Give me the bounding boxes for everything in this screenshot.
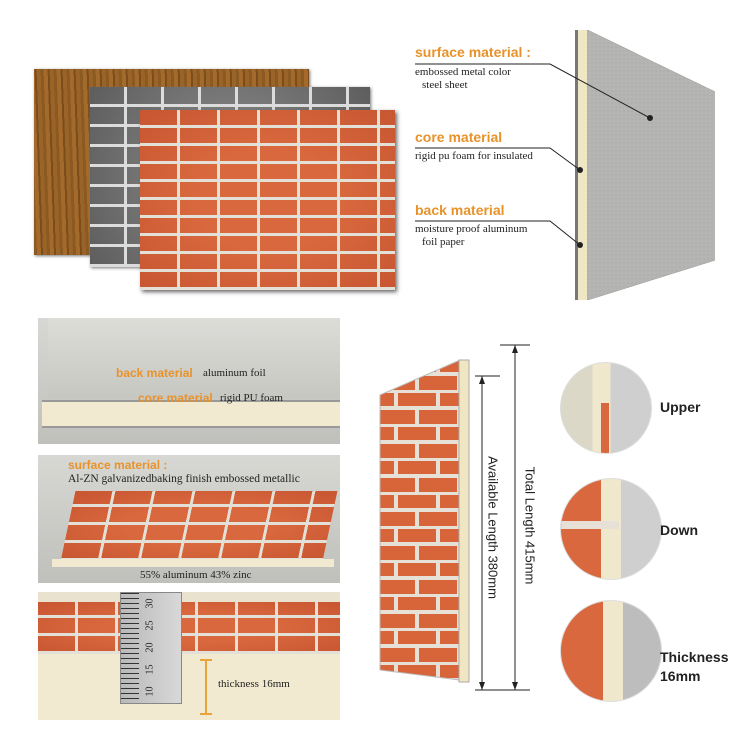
thickness-value: thickness 16mm [218, 678, 290, 690]
panel-side-svg [575, 29, 716, 301]
detail-thickness-value: 16mm [660, 668, 701, 684]
back-material-desc-2: foil paper [422, 236, 465, 248]
ruler-mark-20: 20 [144, 642, 156, 653]
core-material-desc: rigid pu foam for insulated [415, 150, 533, 162]
detail-thickness-label: Thickness [660, 649, 729, 665]
surface-material-desc-1: embossed metal color [415, 66, 511, 78]
photo1-core-value: rigid PU foam [220, 392, 283, 404]
back-dot [577, 242, 583, 248]
photo2-surface-label: surface material : [68, 458, 168, 472]
thickness-panel-top [38, 602, 340, 654]
core-dot [577, 167, 583, 173]
photo2-surface-value: Al-ZN galvanizedbaking finish embossed m… [68, 473, 300, 485]
panel-stack-image [30, 65, 395, 295]
surface-panel-edge [52, 559, 334, 567]
aluminum-foil-back [48, 318, 340, 398]
orange-brick-panel [140, 110, 395, 290]
leader-lines-top [415, 63, 653, 248]
detail-down-label: Down [660, 522, 699, 538]
foam-strip [42, 400, 340, 428]
core-material-label: core material [415, 129, 503, 145]
surface-material-desc-2: steel sheet [422, 79, 468, 91]
ruler-mark-10: 10 [144, 686, 156, 697]
photo1-core-label: core material [138, 391, 213, 405]
dimension-panel [375, 340, 475, 690]
photo1-back-value: aluminum foil [203, 367, 266, 379]
detail-upper-circle [560, 362, 652, 454]
ruler-mark-25: 25 [144, 620, 156, 631]
photo1-back-label: back material [116, 366, 193, 380]
back-material-label: back material [415, 202, 505, 218]
ruler-ticks [121, 593, 139, 703]
photo2-composition: 55% aluminum 43% zinc [140, 569, 252, 581]
dimension-lines [475, 344, 530, 691]
down-groove [561, 521, 619, 529]
photo-thickness: 30 25 20 15 10 thickness 16mm [38, 592, 340, 720]
thickness-bracket [200, 659, 212, 715]
surface-dot [647, 115, 653, 121]
surface-panel-photo [60, 491, 338, 561]
photo-surface-material: surface material : Al-ZN galvanizedbakin… [38, 455, 340, 583]
available-length-label: Available Length 380mm [485, 456, 501, 599]
brick-panel-svg [379, 359, 470, 683]
detail-down-circle [560, 478, 662, 580]
detail-thickness-circle [560, 600, 662, 702]
ruler-mark-15: 15 [144, 664, 156, 675]
ruler: 30 25 20 15 10 [120, 592, 182, 704]
detail-upper-label: Upper [660, 399, 701, 415]
back-material-desc-1: moisture proof aluminum [415, 223, 528, 235]
thickness-foam [38, 654, 340, 720]
total-length-label: Total Length 415mm [522, 466, 538, 585]
panel-side-view [575, 29, 716, 301]
surface-material-label: surface material : [415, 44, 531, 60]
ruler-mark-30: 30 [144, 598, 156, 609]
upper-groove [601, 403, 609, 453]
photo-back-material: back material aluminum foil core materia… [38, 318, 340, 444]
